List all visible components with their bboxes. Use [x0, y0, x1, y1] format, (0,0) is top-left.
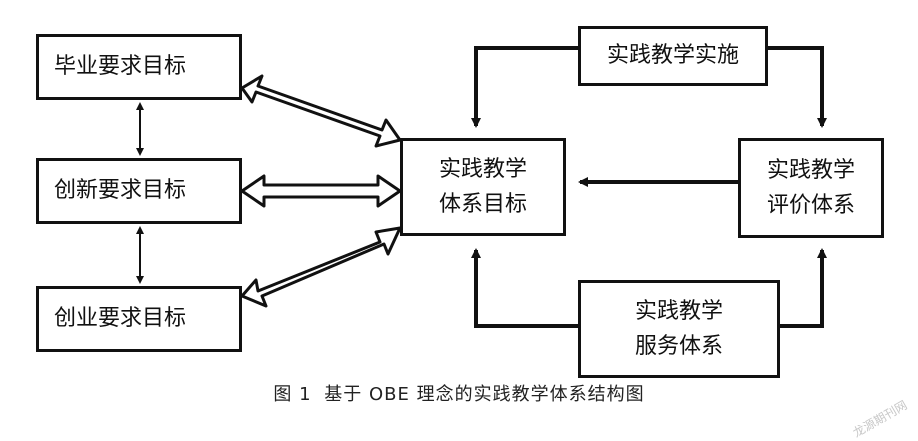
- arrow-implementation-to-evaluation: [768, 46, 827, 128]
- double-arrow-entrepreneurship-core: [240, 226, 402, 308]
- innovation-goal-box: 创新要求目标: [36, 158, 242, 224]
- figure-caption-text: 基于 OBE 理念的实践教学体系结构图: [324, 384, 645, 405]
- figure-caption: 图 1 基于 OBE 理念的实践教学体系结构图: [0, 380, 918, 406]
- arrow-service-to-core: [471, 248, 578, 328]
- service-label-line2: 服务体系: [634, 334, 723, 359]
- innovation-goal-label: 创新要求目标: [53, 178, 186, 204]
- entrepreneurship-goal-box: 创业要求目标: [36, 286, 242, 352]
- arrow-implementation-to-core: [471, 46, 578, 128]
- core-label-line1: 实践教学: [438, 156, 527, 182]
- double-arrow-innovation-core: [240, 174, 402, 208]
- implementation-box: 实践教学实施: [578, 26, 768, 86]
- evaluation-system-box: 实践教学 评价体系: [738, 138, 884, 238]
- core-system-goal-box: 实践教学 体系目标: [400, 138, 566, 236]
- graduation-goal-box: 毕业要求目标: [36, 34, 242, 100]
- double-arrow-graduation-core: [240, 74, 402, 148]
- evaluation-label-line1: 实践教学: [766, 157, 855, 183]
- evaluation-label-line2: 评价体系: [766, 193, 855, 218]
- core-label-line2: 体系目标: [438, 192, 527, 217]
- figure-number: 图 1: [273, 384, 312, 405]
- connector-layer: [136, 46, 827, 328]
- arrow-service-to-evaluation: [780, 248, 827, 328]
- graduation-goal-label: 毕业要求目标: [53, 54, 186, 80]
- service-label-line1: 实践教学: [634, 298, 723, 324]
- entrepreneurship-goal-label: 创业要求目标: [53, 306, 186, 332]
- service-system-box: 实践教学 服务体系: [578, 280, 780, 378]
- implementation-label: 实践教学实施: [606, 43, 739, 69]
